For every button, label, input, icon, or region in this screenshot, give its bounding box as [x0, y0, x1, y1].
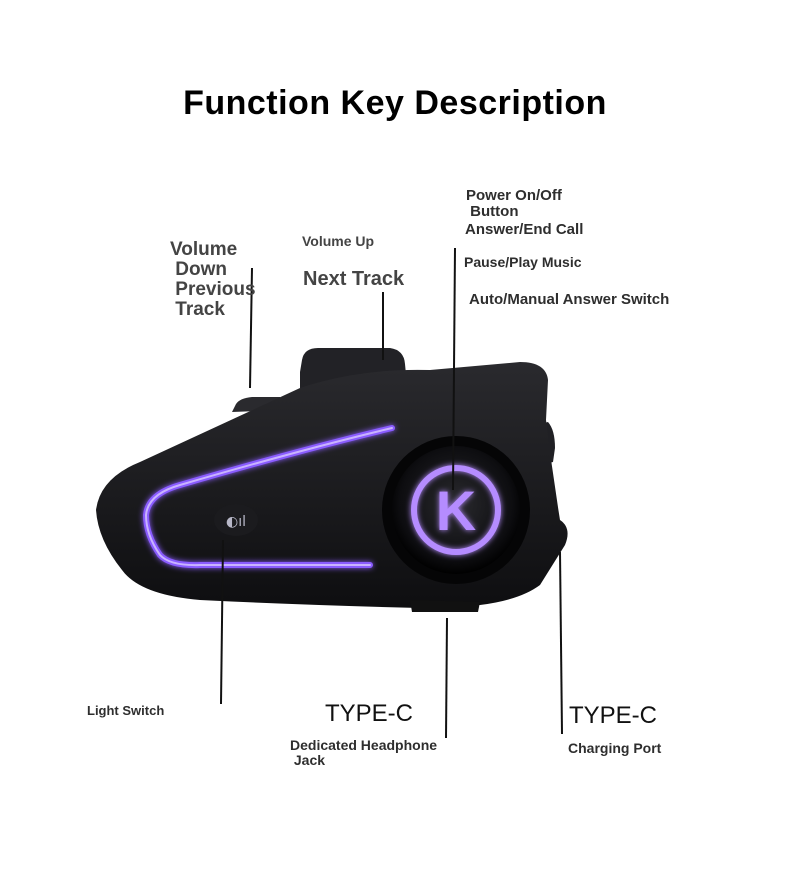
label-answer: Answer/End Call — [465, 221, 584, 238]
bottom-port-block — [410, 600, 480, 612]
label-pause-play: Pause/Play Music — [464, 254, 582, 270]
label-auto-manual: Auto/Manual Answer Switch — [469, 291, 670, 308]
leader-headphone — [445, 617, 448, 739]
leader-light-switch — [220, 539, 224, 705]
label-volume-up: Volume Up — [302, 233, 375, 249]
page-title: Function Key Description — [183, 84, 607, 122]
label-type-c-left: TYPE-C — [325, 700, 414, 727]
label-volume-down: Volume Down Previous Track — [170, 239, 256, 320]
label-light-switch: Light Switch — [87, 703, 165, 718]
k-knob-ring — [411, 465, 501, 555]
leader-power — [452, 247, 456, 491]
k-knob-base — [392, 446, 520, 574]
leader-charging — [559, 551, 563, 735]
label-type-c-right: TYPE-C — [569, 702, 658, 729]
label-headphone-jack: Dedicated Headphone Jack — [290, 737, 438, 768]
label-next-track: Next Track — [303, 268, 405, 290]
label-power: Power On/Off Button — [466, 187, 562, 220]
light-switch-icon: ◐ıl — [226, 514, 246, 530]
leader-volume-down — [249, 267, 253, 389]
led-strip-inner — [144, 427, 393, 567]
label-charging-port: Charging Port — [568, 740, 662, 756]
k-key-letter: K — [436, 479, 476, 542]
light-switch-button — [214, 504, 258, 536]
